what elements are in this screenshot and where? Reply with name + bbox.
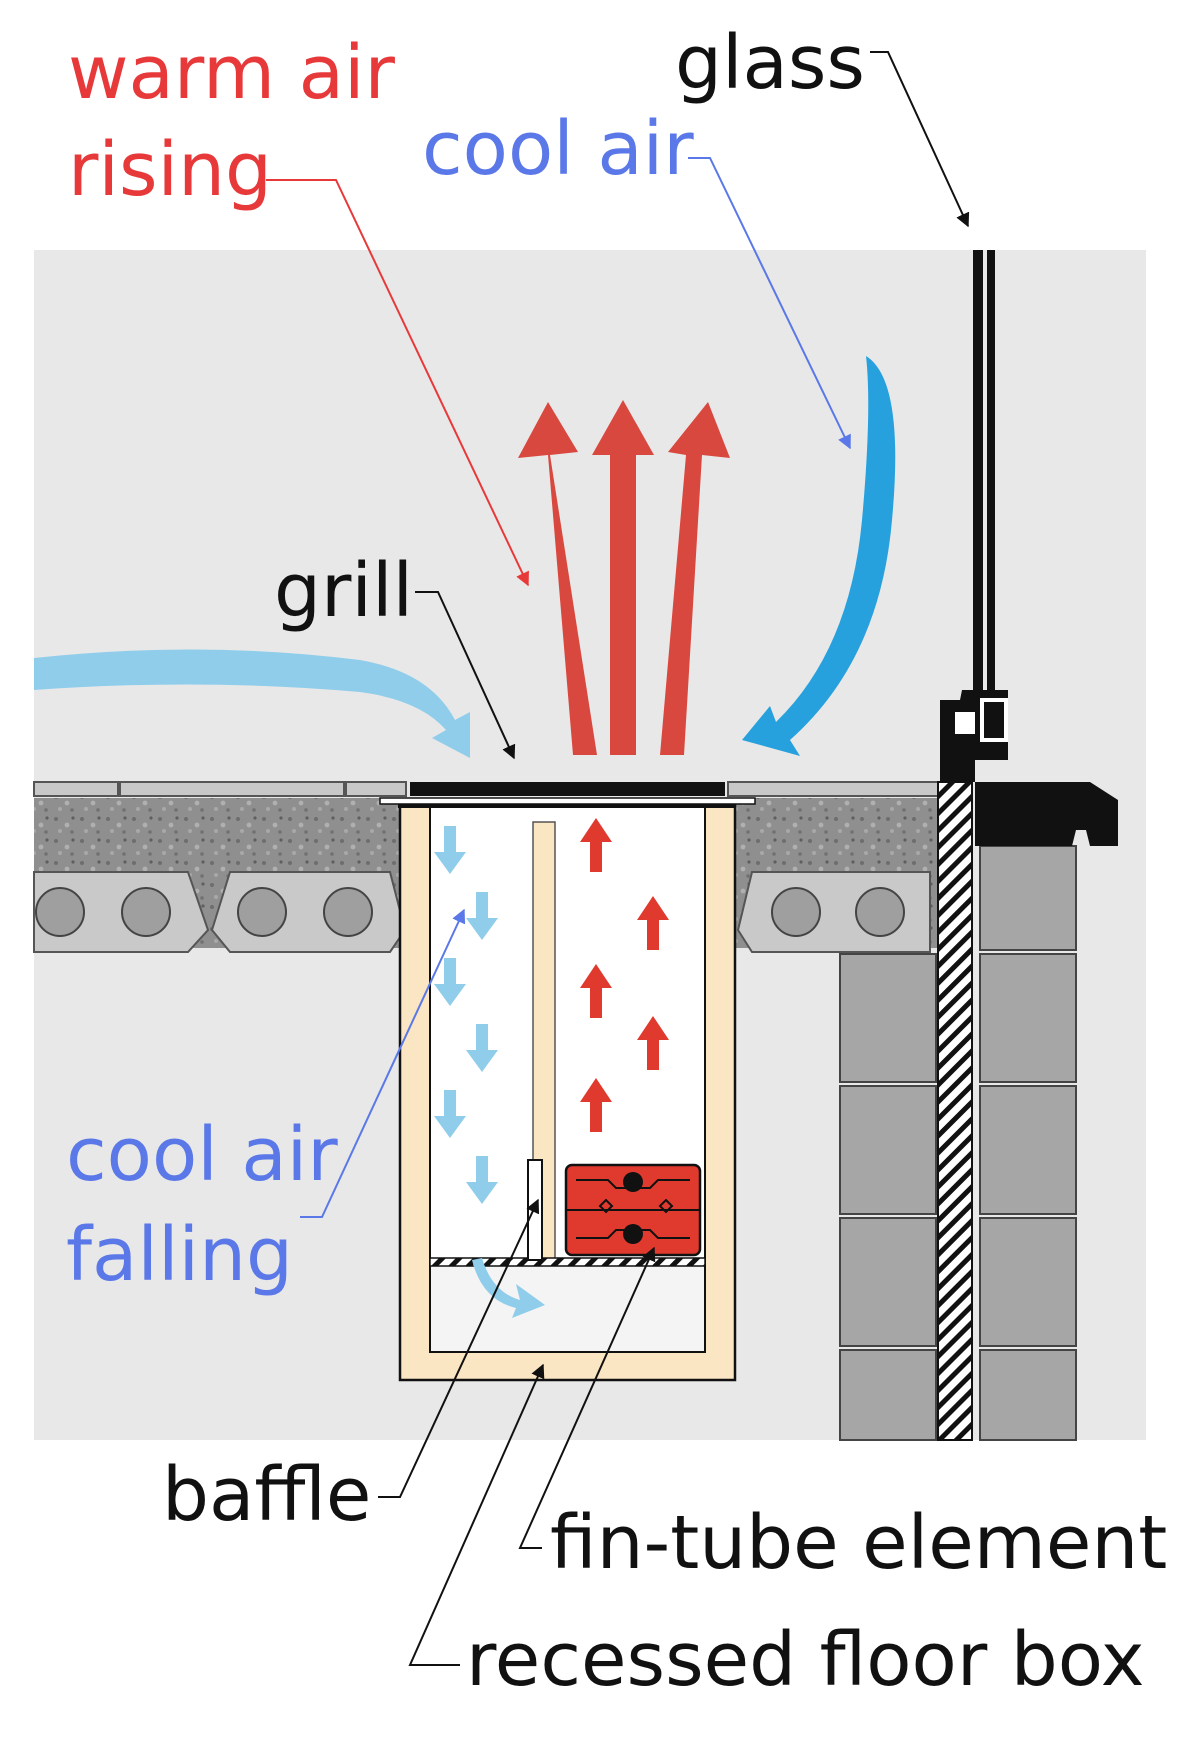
label-fin-tube-element: fin-tube element: [550, 1500, 1167, 1586]
block-wall: [839, 845, 1077, 1441]
label-cool-air-falling-line1: cool air: [66, 1112, 338, 1198]
leader-lines: [266, 51, 970, 1666]
warm-air-arrow-icon: [518, 400, 730, 755]
window-frame: [940, 250, 1118, 846]
floor-finish: [33, 781, 939, 797]
label-cool-air-falling-line2: falling: [66, 1212, 293, 1298]
cool-air-drop-icon: [434, 826, 498, 1204]
label-warm-air-rising-line2: rising: [68, 127, 272, 213]
label-recessed-floor-box: recessed floor box: [466, 1617, 1145, 1703]
warm-air-small-arrows: [580, 818, 669, 1132]
label-grill: grill: [274, 548, 413, 634]
cool-air-turn-arrow: [472, 1258, 545, 1318]
plank-cores: [35, 887, 905, 937]
label-glass: glass: [675, 20, 865, 106]
label-baffle: baffle: [162, 1452, 371, 1538]
label-warm-air-rising-line1: warm air: [68, 30, 396, 116]
grill-icon: [379, 782, 756, 808]
wall-hatch: [937, 781, 973, 1441]
cool-air-curve-icon: [742, 356, 896, 756]
label-cool-air-top: cool air: [422, 106, 694, 192]
cool-air-curve-icon: [34, 649, 470, 758]
